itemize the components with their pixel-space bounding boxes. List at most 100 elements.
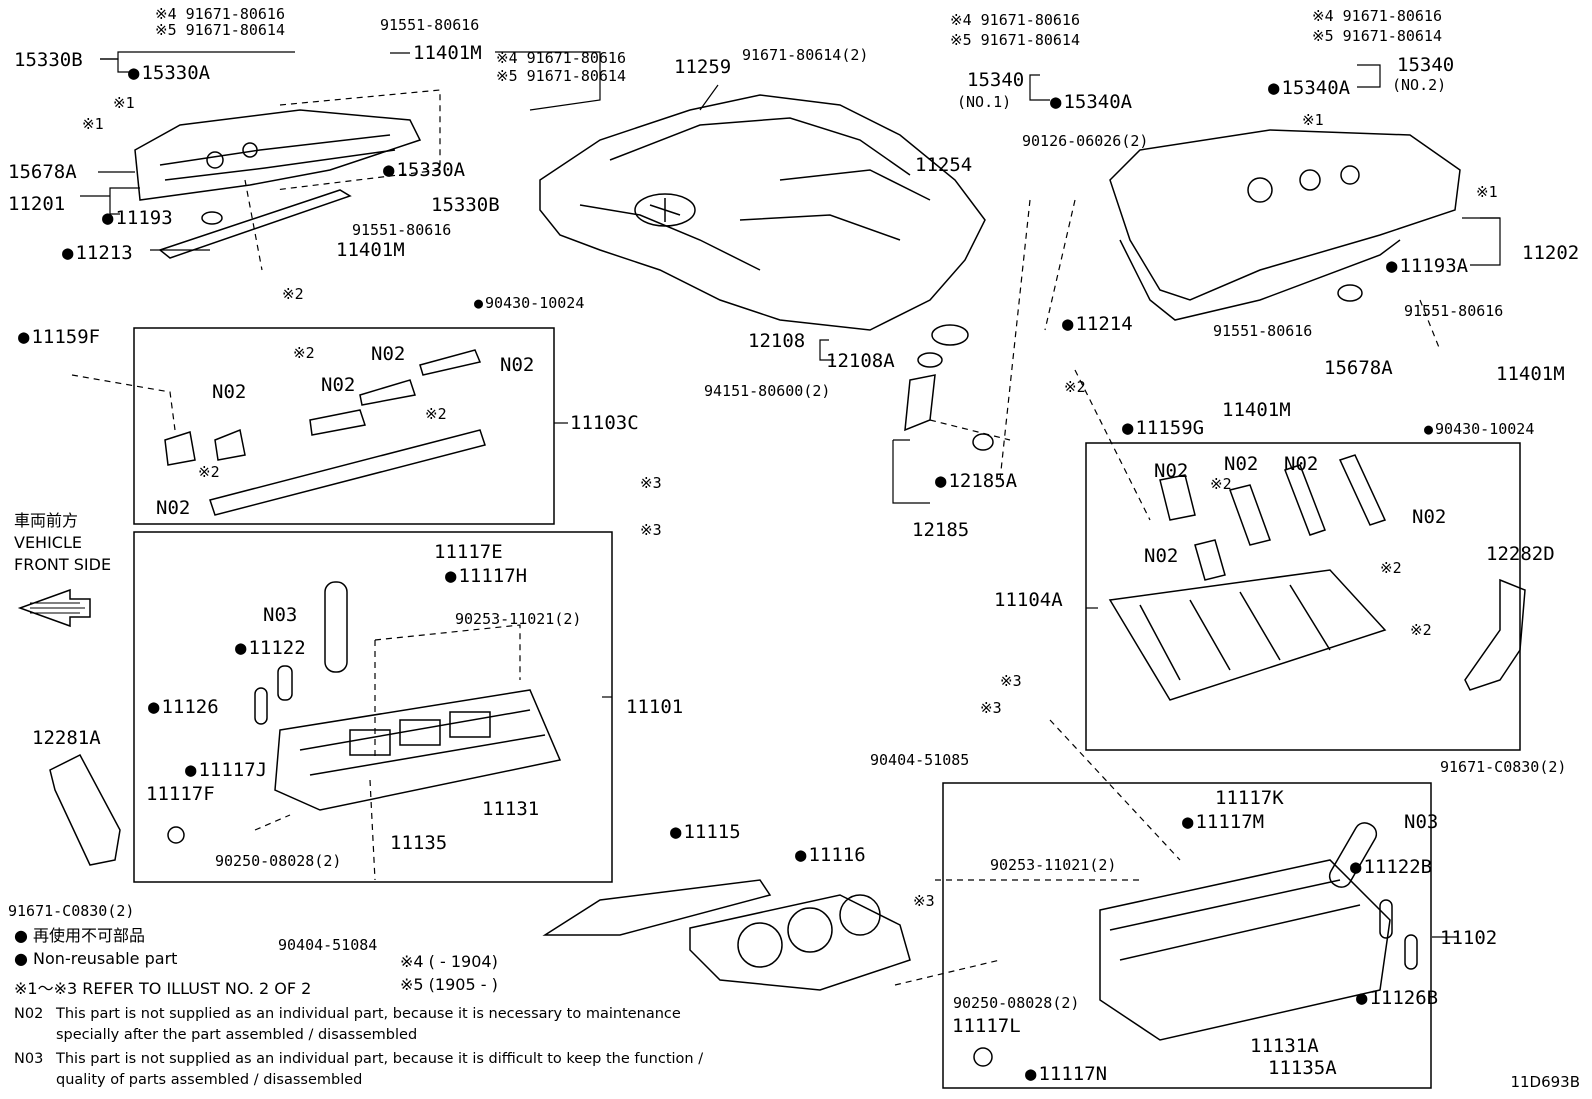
- part-label-11117l: 11117L: [952, 1015, 1021, 1037]
- part-label-11117h: 11117H: [445, 566, 527, 586]
- front-side-en2: FRONT SIDE: [14, 555, 112, 574]
- part-label-12185: 12185: [912, 519, 970, 541]
- oil-filler-shape: [904, 324, 994, 451]
- small-label: ※2: [1210, 475, 1232, 493]
- small-label: 94151-80600(2): [704, 382, 831, 400]
- part-label-11117j: 11117J: [185, 760, 267, 780]
- small-label: 91671-80614(2): [742, 46, 869, 64]
- small-label: ※2: [1380, 559, 1402, 577]
- part-label-12185a: 12185A: [935, 471, 1017, 491]
- small-label: 90404-51085: [870, 751, 970, 769]
- small-label: ※2: [198, 463, 220, 481]
- note-n02-code: N02: [14, 1006, 44, 1022]
- part-label-15340: 15340: [967, 69, 1025, 91]
- small-label: ※1: [113, 94, 135, 112]
- small-label: N02: [156, 497, 191, 519]
- part-label-15340a-left: 15340A: [1050, 92, 1132, 112]
- small-label: 90253-11021(2): [990, 856, 1117, 874]
- small-label: ※5 91671-80614: [1312, 27, 1442, 45]
- small-label: ※2: [1410, 621, 1432, 639]
- small-label: N02: [1284, 453, 1319, 475]
- part-label-11202: 11202: [1522, 242, 1580, 264]
- right-cam-carrier-shape: [1108, 454, 1387, 701]
- note-n03-line2: quality of parts assembled / disassemble…: [56, 1072, 363, 1088]
- front-side-jp: 車両前方: [14, 511, 79, 530]
- note-n02-line1: This part is not supplied as an individu…: [56, 1006, 681, 1022]
- small-label: N02: [1144, 545, 1179, 567]
- note-n03: N03 This part is not supplied as an indiv…: [14, 1049, 784, 1091]
- bracket-12281a-shape: [49, 754, 121, 866]
- front-side-en1: VEHICLE: [14, 533, 82, 552]
- legend-x4: ※4 ( - 1904): [400, 952, 498, 971]
- part-label-11135: 11135: [390, 832, 448, 854]
- part-label-15330b-mid: 15330B: [431, 194, 500, 216]
- small-label: ※2: [1064, 378, 1086, 396]
- part-label-12108a: 12108A: [826, 350, 895, 372]
- part-label-11104a: 11104A: [994, 589, 1063, 611]
- small-label: 91671-C0830(2): [1440, 758, 1567, 776]
- group-box-11103c: [133, 327, 555, 525]
- part-label-11116: 11116: [795, 845, 865, 865]
- left-cam-cover-shape: [134, 109, 422, 259]
- head-gasket-shapes: [542, 879, 911, 991]
- legend-refer: ※1～※3 REFER TO ILLUST NO. 2 OF 2: [14, 979, 312, 998]
- group-box-11101: [133, 531, 613, 883]
- part-label-15330a-top: 15330A: [128, 63, 210, 83]
- note-n02: N02 This part is not supplied as an indiv…: [14, 1004, 784, 1046]
- part-label-11117k: 11117K: [1215, 787, 1284, 809]
- part-label-11401m-top: 11401M: [413, 42, 482, 64]
- note-n03-code: N03: [14, 1051, 44, 1067]
- part-label-11101: 11101: [626, 696, 684, 718]
- part-label-15678a-right: 15678A: [1324, 357, 1393, 379]
- small-label: ※3: [1000, 672, 1022, 690]
- small-label: 91551-80616: [1404, 302, 1504, 320]
- part-label-11214: 11214: [1062, 314, 1132, 334]
- small-label: 91551-80616: [1213, 322, 1313, 340]
- left-bearing-caps: [164, 349, 486, 516]
- small-label: ※5 91671-80614: [950, 31, 1080, 49]
- small-label: ※3: [980, 699, 1002, 717]
- small-label: ※1: [1476, 183, 1498, 201]
- part-label-11126: 11126: [148, 697, 218, 717]
- dashed-lines: [71, 89, 1441, 986]
- small-label: ※2: [425, 405, 447, 423]
- part-label-11115: 11115: [670, 822, 740, 842]
- part-label-15678a-left: 15678A: [8, 161, 77, 183]
- small-label: N03: [1404, 811, 1439, 833]
- part-label-11254: 11254: [915, 154, 973, 176]
- engine-cover-shape: [539, 94, 986, 331]
- note-n03-line1: This part is not supplied as an individu…: [56, 1051, 704, 1067]
- small-label: ※4 91671-80616: [1312, 7, 1442, 25]
- part-label-11401m-left: 11401M: [336, 239, 405, 261]
- part-label-11131: 11131: [482, 798, 540, 820]
- group-box-11102: [942, 782, 1432, 1089]
- part-label-11159g: 11159G: [1122, 418, 1204, 438]
- part-label-11259: 11259: [674, 56, 732, 78]
- leader-lines: [80, 51, 1501, 938]
- small-label: ※4 91671-80616: [950, 11, 1080, 29]
- small-label: N02: [1154, 460, 1189, 482]
- part-label-11159f: 11159F: [18, 327, 100, 347]
- part-label-15330b-top: 15330B: [14, 49, 83, 71]
- part-label-11213: 11213: [62, 243, 132, 263]
- front-arrow-icon: [17, 588, 91, 628]
- small-label: 91551-80616: [352, 221, 452, 239]
- part-label-11122b: 11122B: [1350, 857, 1432, 877]
- small-label: ※2: [293, 344, 315, 362]
- part-label-11131a: 11131A: [1250, 1035, 1319, 1057]
- small-label: N02: [500, 354, 535, 376]
- part-label-15340a-right: 15340A: [1268, 78, 1350, 98]
- part-label-11117f: 11117F: [146, 783, 215, 805]
- part-label-11117n: 11117N: [1025, 1064, 1107, 1084]
- part-label-15340-right: 15340: [1397, 54, 1455, 76]
- part-label-15330a-mid: 15330A: [383, 160, 465, 180]
- part-label-11193a: 11193A: [1386, 256, 1468, 276]
- small-label: N02: [321, 374, 356, 396]
- small-label: N03: [263, 604, 298, 626]
- part-label-11117e: 11117E: [434, 541, 503, 563]
- small-label: ※3: [640, 474, 662, 492]
- part-label-11193: 11193: [102, 208, 172, 228]
- small-label: N02: [1412, 506, 1447, 528]
- legend-x5: ※5 (1905 - ): [400, 975, 498, 994]
